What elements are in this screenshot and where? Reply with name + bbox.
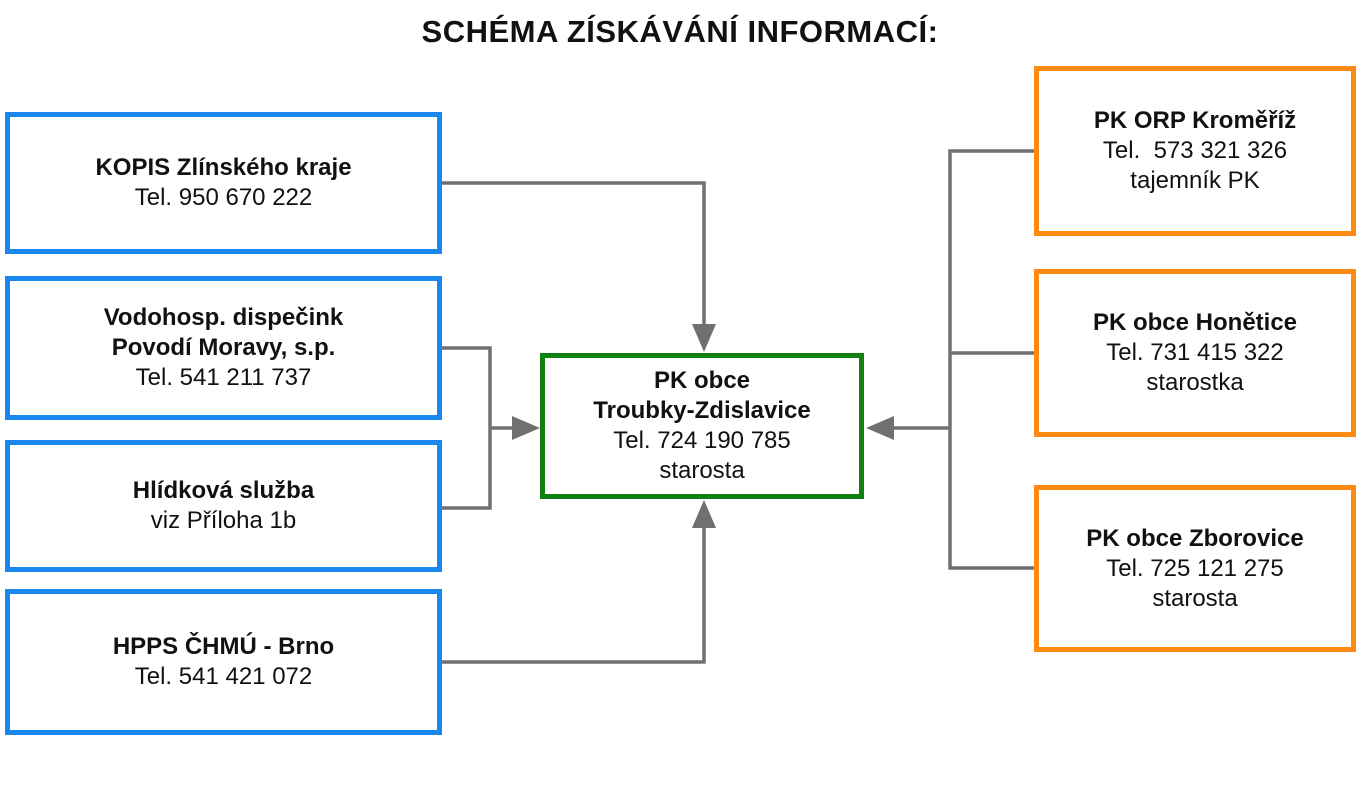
kopis-phone: Tel. 950 670 222 [134, 184, 313, 211]
orp-role: tajemník PK [1130, 167, 1260, 194]
connector-hpps [442, 522, 706, 664]
connector-right-bus [948, 149, 1034, 570]
hlidkova-box: Hlídková služba viz Příloha 1b [5, 440, 442, 572]
center-phone: Tel. 724 190 785 [613, 427, 791, 454]
honetice-role: starostka [1146, 369, 1244, 396]
arrow-left-in [512, 416, 540, 440]
vodohosp-name-line2: Povodí Moravy, s.p. [111, 334, 336, 361]
honetice-box: PK obce Honětice Tel. 731 415 322 staros… [1034, 269, 1356, 437]
connector-vodo [442, 346, 492, 510]
hpps-phone: Tel. 541 421 072 [134, 663, 313, 690]
center-role: starosta [659, 457, 745, 484]
diagram-title: SCHÉMA ZÍSKÁVÁNÍ INFORMACÍ: [421, 14, 939, 49]
zborovice-box: PK obce Zborovice Tel. 725 121 275 staro… [1034, 485, 1356, 652]
orp-name: PK ORP Kroměříž [1093, 107, 1297, 134]
arrow-hpps-up [692, 500, 716, 528]
hpps-box: HPPS ČHMÚ - Brno Tel. 541 421 072 [5, 589, 442, 735]
zborovice-role: starosta [1152, 584, 1238, 612]
hlidkova-note: viz Příloha 1b [150, 507, 297, 534]
vodohosp-box: Vodohosp. dispečink Povodí Moravy, s.p. … [5, 276, 442, 420]
center-line1: PK obce [653, 367, 751, 394]
hlidkova-name: Hlídková služba [132, 477, 315, 504]
honetice-phone: Tel. 731 415 322 [1106, 339, 1284, 366]
honetice-name: PK obce Honětice [1092, 309, 1298, 336]
orp-kromeriz-box: PK ORP Kroměříž Tel. 573 321 326 tajemní… [1034, 66, 1356, 236]
arrow-right-in [866, 416, 894, 440]
connector-kopis [442, 181, 706, 330]
kopis-box: KOPIS Zlínského kraje Tel. 950 670 222 [5, 112, 442, 254]
arrow-kopis-down [692, 324, 716, 352]
orp-phone: Tel. 573 321 326 [1102, 137, 1288, 164]
vodohosp-phone: Tel. 541 211 737 [135, 364, 312, 391]
vodohosp-name-line1: Vodohosp. dispečink [103, 304, 344, 331]
kopis-name: KOPIS Zlínského kraje [95, 154, 352, 181]
center-line2: Troubky-Zdislavice [593, 397, 811, 424]
center-box: PK obce Troubky-Zdislavice Tel. 724 190 … [540, 353, 864, 499]
zborovice-phone: Tel. 725 121 275 [1106, 554, 1284, 582]
hpps-name: HPPS ČHMÚ - Brno [112, 633, 335, 660]
zborovice-name: PK obce Zborovice [1086, 524, 1304, 552]
